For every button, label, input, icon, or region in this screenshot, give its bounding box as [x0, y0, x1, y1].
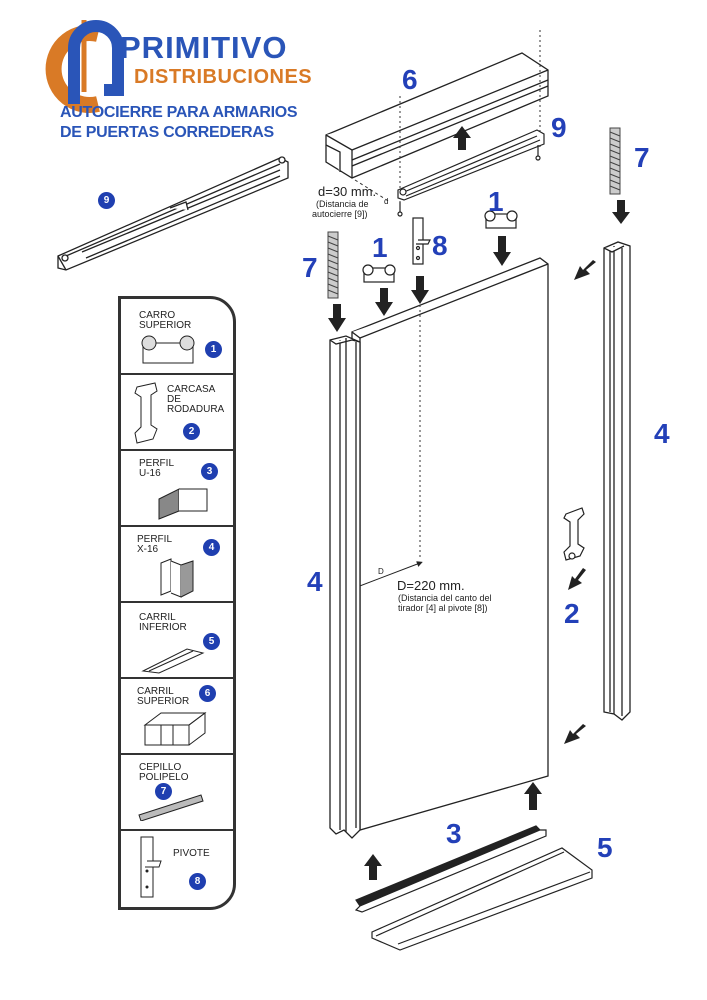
- legend-badge: 5: [203, 633, 220, 650]
- callout-6: 6: [402, 64, 418, 95]
- arrow-down-icon: [328, 304, 346, 332]
- legend-label: POLIPELO: [139, 772, 189, 783]
- callout-7-left: 7: [302, 252, 318, 283]
- bottom-rail-icon: [141, 648, 205, 674]
- legend-badge: 4: [203, 539, 220, 556]
- arrow-down-icon: [493, 236, 511, 266]
- legend-item-cepillo-polipelo: CEPILLO POLIPELO 7: [121, 755, 233, 831]
- legend-label: CARRO: [139, 310, 176, 321]
- page-title-line2: DE PUERTAS CORREDERAS: [60, 124, 274, 141]
- u-profile-illustration: [354, 825, 547, 913]
- wheel-housing-illustration: [563, 507, 585, 561]
- arrow-down-icon: [411, 276, 429, 304]
- callout-5: 5: [597, 832, 613, 863]
- note-d-line3: autocierre [9]): [312, 209, 368, 219]
- legend-label: CARRIL: [137, 686, 174, 697]
- note-d-marker: d: [384, 197, 389, 206]
- legend-badge: 2: [183, 423, 200, 440]
- bottom-rail-illustration: [371, 847, 593, 951]
- legend-item-perfil-u16: PERFIL U-16 3: [121, 451, 233, 527]
- callout-1-left: 1: [372, 232, 388, 263]
- brush-strip-icon: [138, 794, 204, 821]
- arrow-diagonal-icons: [564, 260, 596, 744]
- callout-8: 8: [432, 230, 448, 261]
- arrow-down-icons: [328, 200, 630, 332]
- arrow-down-icon: [375, 288, 393, 316]
- legend-label: RODADURA: [167, 404, 225, 415]
- note-d-line2: (Distancia de: [316, 199, 369, 209]
- arrow-up-icons: [364, 782, 542, 880]
- legend-item-carcasa-rodadura: CARCASA DE RODADURA 2: [121, 375, 233, 451]
- legend-badge: 3: [201, 463, 218, 480]
- legend-label: CARCASA: [167, 384, 216, 395]
- arrow-diagonal-icon: [568, 568, 586, 590]
- callout-1-right: 1: [488, 186, 504, 217]
- u-profile-icon: [158, 488, 208, 520]
- top-carriage-right-illustration: [484, 210, 518, 229]
- soft-close-installed-illustration: [397, 129, 545, 217]
- legend-label: INFERIOR: [139, 622, 187, 633]
- legend-label: X-16: [137, 544, 159, 555]
- legend-badge: 6: [199, 685, 216, 702]
- legend-label: SUPERIOR: [137, 696, 190, 707]
- handle-profile-left-illustration: [329, 335, 361, 839]
- legend-item-carro-superior: CARRO SUPERIOR 1: [121, 299, 233, 375]
- callout-4-left: 4: [307, 566, 323, 597]
- brand-subname: DISTRIBUCIONES: [134, 66, 313, 88]
- legend-label: U-16: [139, 468, 161, 479]
- note-D-line2: (Distancia del canto del: [398, 593, 492, 603]
- legend-item-perfil-x16: PERFIL X-16 4: [121, 527, 233, 603]
- legend-badge: 8: [189, 873, 206, 890]
- callout-9: 9: [551, 112, 567, 143]
- arrow-diagonal-icon: [564, 724, 586, 744]
- callout-3: 3: [446, 818, 462, 849]
- legend-label: SUPERIOR: [139, 320, 192, 331]
- callout-7-right: 7: [634, 142, 650, 173]
- callout-2: 2: [564, 598, 580, 629]
- legend-label: PERFIL: [137, 534, 173, 545]
- legend-label: CEPILLO: [139, 762, 182, 773]
- door-panel-illustration: [351, 257, 549, 831]
- arrow-up-icon: [364, 854, 382, 880]
- note-D-line3: tirador [4] al pivote [8]): [398, 603, 488, 613]
- legend-label: DE: [167, 394, 181, 405]
- logo-icon: [45, 20, 124, 113]
- legend-label: PERFIL: [139, 458, 175, 469]
- top-carriage-left-illustration: [362, 264, 396, 283]
- brush-strip-left-illustration: [327, 231, 339, 299]
- note-D-line1: D=220 mm.: [397, 578, 465, 593]
- legend-item-carril-superior: CARRIL SUPERIOR 6: [121, 679, 233, 755]
- brush-strip-right-illustration: [609, 127, 621, 195]
- legend-badge: 1: [205, 341, 222, 358]
- legend-item-pivote: PIVOTE 8: [121, 831, 233, 903]
- legend-item-carril-inferior: CARRIL INFERIOR 5: [121, 603, 233, 679]
- soft-close-unit-illustration: [57, 156, 289, 271]
- x-profile-icon: [160, 558, 194, 598]
- legend-label: CARRIL: [139, 612, 176, 623]
- arrow-up-icon: [524, 782, 542, 810]
- note-d-line1: d=30 mm.: [318, 184, 377, 199]
- arrow-diagonal-icon: [574, 260, 596, 280]
- top-rail-illustration: [325, 52, 549, 179]
- wheel-housing-icon: [134, 382, 158, 444]
- handle-profile-right-illustration: [603, 241, 631, 721]
- top-carriage-icon: [141, 335, 195, 364]
- arrow-down-icon: [612, 200, 630, 224]
- callout-4-right: 4: [654, 418, 670, 449]
- pivot-illustration: [412, 217, 431, 265]
- brand-name: PRIMITIVO: [120, 30, 288, 65]
- legend-label: PIVOTE: [173, 848, 210, 859]
- page-title-line1: AUTOCIERRE PARA ARMARIOS: [60, 104, 298, 121]
- pivot-icon: [140, 836, 162, 898]
- parts-legend: CARRO SUPERIOR 1 CARCASA DE RODADURA 2 P…: [118, 296, 236, 910]
- arrow-up-icon: [453, 126, 471, 150]
- note-D-marker: D: [378, 567, 384, 576]
- top-rail-icon: [143, 712, 207, 746]
- dimension-line: [354, 179, 391, 203]
- callout-9-badge: 9: [98, 192, 115, 209]
- legend-badge: 7: [155, 783, 172, 800]
